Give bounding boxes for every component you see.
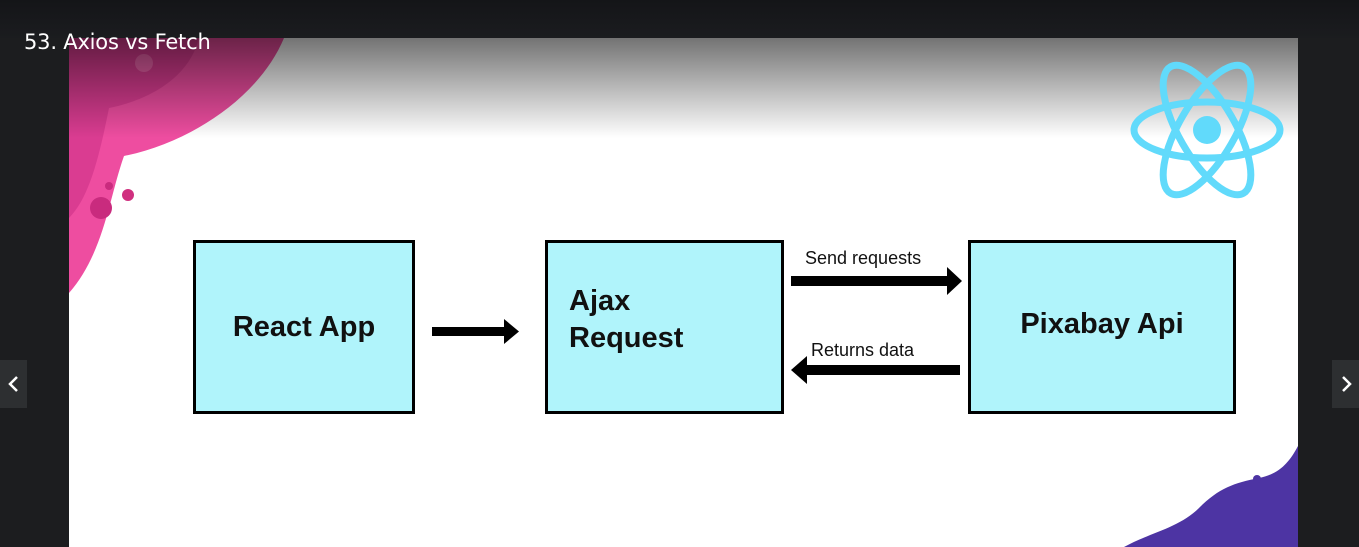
chevron-right-icon bbox=[1341, 376, 1352, 392]
lesson-title: 53. Axios vs Fetch bbox=[24, 30, 211, 54]
diagram-arrows bbox=[432, 267, 962, 384]
react-app-box: React App bbox=[193, 240, 415, 414]
pink-dot-decoration bbox=[90, 197, 112, 219]
returns-data-label: Returns data bbox=[811, 340, 915, 360]
send-requests-label: Send requests bbox=[805, 248, 922, 268]
pixabay-api-label: Pixabay Api bbox=[1020, 307, 1184, 340]
previous-lesson-button[interactable] bbox=[0, 360, 27, 408]
purple-dot-decoration bbox=[1253, 475, 1261, 483]
ajax-request-label: Ajax Request bbox=[569, 285, 684, 354]
send-requests-arrow bbox=[791, 267, 962, 295]
pink-dot-decoration bbox=[105, 182, 113, 190]
next-lesson-button[interactable] bbox=[1332, 360, 1359, 408]
purple-blob-decoration bbox=[1124, 446, 1298, 547]
chevron-left-icon bbox=[7, 376, 18, 392]
pixabay-api-box: Pixabay Api bbox=[968, 240, 1236, 414]
react-app-label: React App bbox=[232, 310, 376, 343]
ajax-request-box: Ajax Request bbox=[545, 240, 784, 414]
returns-data-arrow bbox=[791, 356, 960, 384]
player-top-bar bbox=[0, 0, 1359, 38]
react-logo-icon bbox=[1130, 61, 1284, 199]
slide-top-shade bbox=[69, 38, 1298, 138]
react-to-ajax-arrow bbox=[432, 319, 519, 344]
lecture-slide: React App Ajax Request Pixabay Api Send … bbox=[69, 38, 1298, 547]
pink-dot-decoration bbox=[122, 189, 134, 201]
